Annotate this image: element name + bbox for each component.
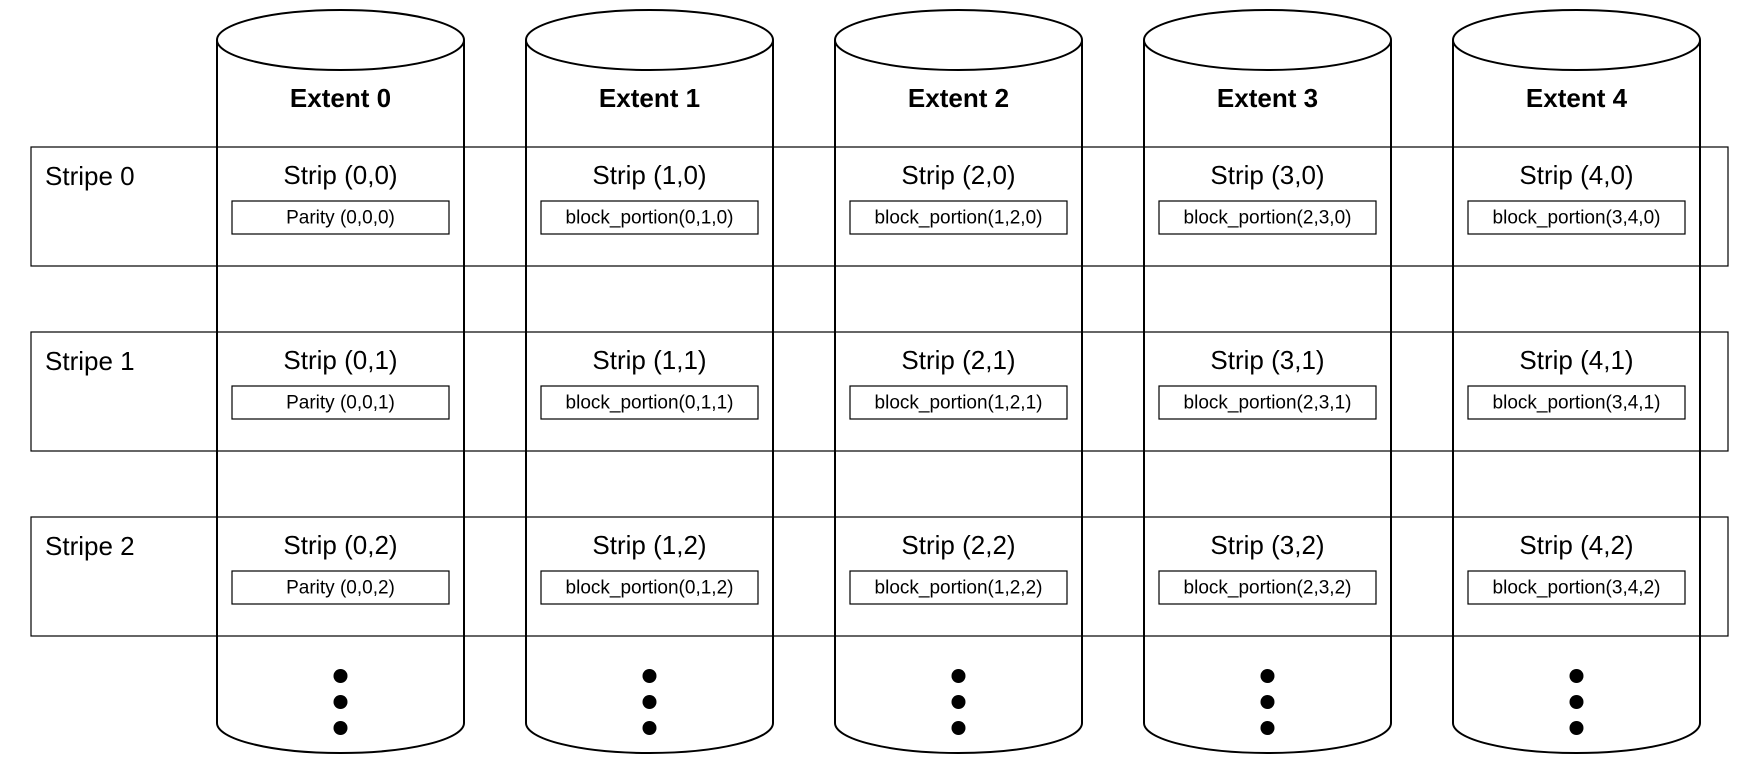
stripe-row-0 <box>30 146 1729 267</box>
block-box <box>231 385 450 420</box>
cylinder-body <box>216 40 465 754</box>
strip-label: Strip (2,1) <box>901 345 1015 375</box>
block-label: block_portion(2,3,2) <box>1184 578 1352 599</box>
cylinder-body <box>525 40 774 754</box>
strip-label: Strip (1,1) <box>592 345 706 375</box>
extent-cylinder-2: Extent 2 Strip (2,0) block_portion(1,2,0) S… <box>834 9 1083 754</box>
stripe-label: Stripe 0 <box>45 161 135 191</box>
strip-label: Strip (2,2) <box>901 530 1015 560</box>
block-box <box>1467 570 1686 605</box>
cylinder-body <box>1143 40 1392 754</box>
continuation-dot <box>642 695 657 709</box>
block-label: block_portion(0,1,0) <box>566 208 734 229</box>
cylinder-body <box>1452 40 1701 754</box>
block-label: block_portion(3,4,0) <box>1493 208 1661 229</box>
extent-cylinder-3: Extent 3 Strip (3,0) block_portion(2,3,0) S… <box>1143 9 1392 754</box>
stripe-rows: Stripe 0 Stripe 1 Stripe 2 <box>30 146 1729 637</box>
block-box <box>540 570 759 605</box>
block-box <box>231 200 450 235</box>
continuation-dot <box>333 721 348 735</box>
strip-label: Strip (4,1) <box>1519 345 1633 375</box>
block-label: block_portion(1,2,0) <box>875 208 1043 229</box>
continuation-dot <box>951 669 966 683</box>
continuation-dot <box>642 669 657 683</box>
block-label: block_portion(2,3,0) <box>1184 208 1352 229</box>
continuation-dot <box>333 695 348 709</box>
strip-label: Strip (4,2) <box>1519 530 1633 560</box>
cylinder-top <box>1143 9 1392 71</box>
stripe-label: Stripe 1 <box>45 346 135 376</box>
extent-title: Extent 2 <box>908 83 1009 113</box>
block-box <box>1467 200 1686 235</box>
strip-label: Strip (3,1) <box>1210 345 1324 375</box>
strip-label: Strip (1,0) <box>592 160 706 190</box>
stripe-row-2 <box>30 516 1729 637</box>
block-label: block_portion(0,1,2) <box>566 578 734 599</box>
cylinder-top <box>216 9 465 71</box>
extent-title: Extent 0 <box>290 83 391 113</box>
block-label: block_portion(0,1,1) <box>566 393 734 414</box>
block-box <box>540 385 759 420</box>
block-label: Parity (0,0,0) <box>286 208 395 229</box>
block-label: Parity (0,0,2) <box>286 578 395 599</box>
block-box <box>1467 385 1686 420</box>
strip-label: Strip (4,0) <box>1519 160 1633 190</box>
extent-cylinder-4: Extent 4 Strip (4,0) block_portion(3,4,0) S… <box>1452 9 1701 754</box>
strip-label: Strip (0,0) <box>283 160 397 190</box>
extent-cylinder-1: Extent 1 Strip (1,0) block_portion(0,1,0) S… <box>525 9 774 754</box>
strip-label: Strip (0,1) <box>283 345 397 375</box>
strip-label: Strip (1,2) <box>592 530 706 560</box>
block-box <box>231 570 450 605</box>
strip-label: Strip (2,0) <box>901 160 1015 190</box>
continuation-dot <box>1260 721 1275 735</box>
cylinder-body <box>834 40 1083 754</box>
block-label: block_portion(1,2,1) <box>875 393 1043 414</box>
block-label: block_portion(2,3,1) <box>1184 393 1352 414</box>
block-box <box>849 200 1068 235</box>
continuation-dot <box>642 721 657 735</box>
block-box <box>1158 385 1377 420</box>
extent-title: Extent 4 <box>1526 83 1628 113</box>
continuation-dot <box>1569 695 1584 709</box>
block-box <box>849 570 1068 605</box>
block-label: block_portion(3,4,1) <box>1493 393 1661 414</box>
continuation-dot <box>951 695 966 709</box>
block-box <box>540 200 759 235</box>
stripe-row-1 <box>30 331 1729 452</box>
continuation-dot <box>333 669 348 683</box>
extent-cylinder-0: Extent 0 Strip (0,0) Parity (0,0,0) Strip (… <box>216 9 465 754</box>
continuation-dot <box>951 721 966 735</box>
continuation-dot <box>1260 695 1275 709</box>
extent-title: Extent 3 <box>1217 83 1318 113</box>
block-label: Parity (0,0,1) <box>286 393 395 414</box>
block-box <box>1158 570 1377 605</box>
extent-cylinders: Extent 0 Strip (0,0) Parity (0,0,0) Strip (… <box>216 9 1701 754</box>
strip-label: Strip (3,0) <box>1210 160 1324 190</box>
cylinder-top <box>1452 9 1701 71</box>
block-box <box>1158 200 1377 235</box>
continuation-dot <box>1569 669 1584 683</box>
continuation-dot <box>1260 669 1275 683</box>
block-label: block_portion(3,4,2) <box>1493 578 1661 599</box>
block-label: block_portion(1,2,2) <box>875 578 1043 599</box>
strip-label: Strip (3,2) <box>1210 530 1324 560</box>
cylinder-top <box>525 9 774 71</box>
block-box <box>849 385 1068 420</box>
continuation-dot <box>1569 721 1584 735</box>
strip-label: Strip (0,2) <box>283 530 397 560</box>
stripe-label: Stripe 2 <box>45 531 135 561</box>
extent-title: Extent 1 <box>599 83 700 113</box>
cylinder-top <box>834 9 1083 71</box>
